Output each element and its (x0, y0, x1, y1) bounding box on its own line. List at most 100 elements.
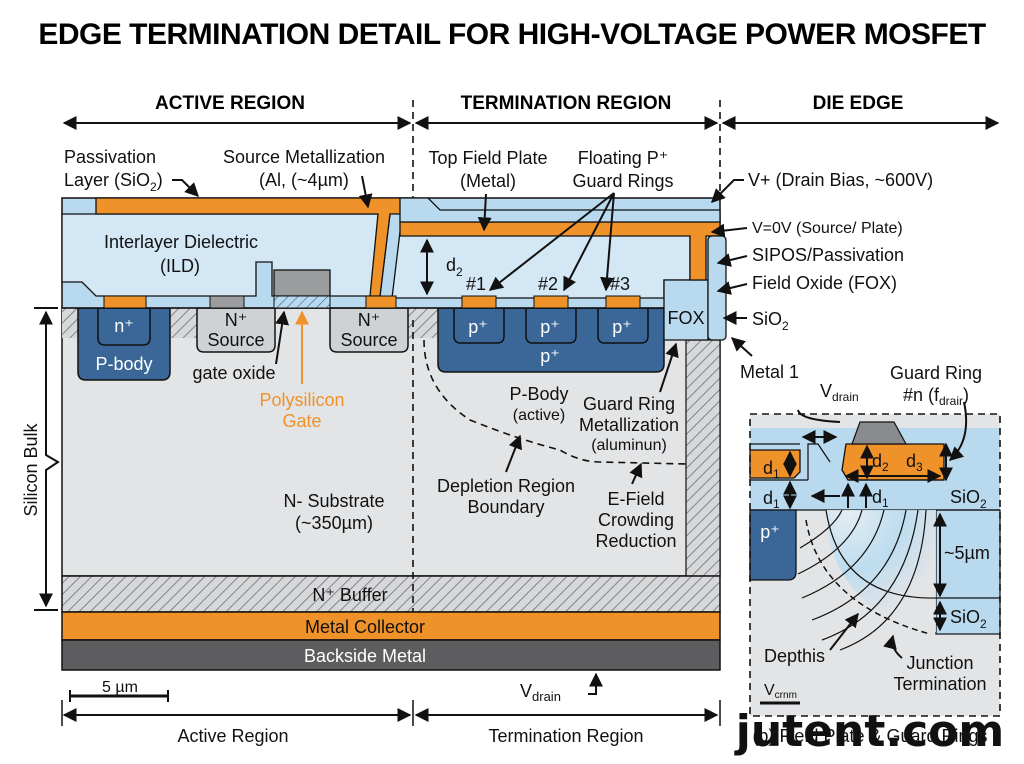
n-buffer-layer (61, 575, 721, 613)
d2-label: d2 (446, 255, 463, 279)
source-contact-metal (365, 295, 397, 309)
bottom-active-region-label: Active Region (177, 726, 288, 746)
scale-bar (69, 690, 169, 702)
metal-collector-label: Metal Collector (305, 617, 425, 637)
body-contact (103, 295, 147, 309)
efield-label-line1: E-Field (607, 489, 664, 509)
vdrain-label: Vdrain (520, 681, 561, 704)
die-edge-header: DIE EDGE (813, 93, 904, 114)
substrate-label-line2: (~350µm) (295, 513, 373, 533)
inset-field-plate-detail (749, 401, 1001, 717)
depletion-label-line1: Depletion Region (437, 476, 575, 496)
n-source-label-line2: Source (207, 330, 264, 350)
inset-sio2-label: SiO2 (950, 487, 987, 511)
sipos-passivation-label: SIPOS/Passivation (752, 245, 904, 265)
guard-ring-3-label: #3 (610, 274, 630, 294)
n-plus-region (97, 307, 151, 346)
guard-ring-2-label: #2 (538, 274, 558, 294)
inset-vcrnm-label: Vcrnm (764, 682, 797, 701)
n-plus-label: n⁺ (114, 316, 134, 336)
surface-hatch (170, 308, 198, 338)
n-source-region (196, 307, 276, 353)
guard-ring-3-contact (605, 295, 641, 309)
source-metallization-label-line1: Source Metallization (223, 147, 385, 167)
top-field-plate-label-line1: Top Field Plate (428, 148, 547, 168)
gate-oxide (273, 295, 331, 309)
p-body-active-label-line1: P-Body (509, 384, 568, 404)
guard-ring-metal-label-line3: (aluminun) (591, 437, 667, 454)
bottom-region-arrows (61, 700, 721, 726)
guard-ring-3-diffusion (597, 307, 649, 344)
n-buffer-label: N⁺ Buffer (312, 585, 387, 605)
p-body-label: P-body (95, 354, 152, 374)
n-source-label-line1: N⁺ (225, 310, 248, 330)
p-plus-label: p⁺ (468, 317, 488, 337)
scale-bar-label: 5 µm (102, 679, 138, 696)
inset-guard-ring-label-line1: Guard Ring (890, 363, 982, 383)
surface-hatch (62, 308, 80, 338)
p-plus-label: p⁺ (612, 317, 632, 337)
active-region-header: ACTIVE REGION (155, 93, 305, 114)
ild-label-line1: Interlayer Dielectric (104, 232, 258, 252)
inset-d3-label: d3 (906, 451, 923, 474)
diagram-title: EDGE TERMINATION DETAIL FOR HIGH-VOLTAGE… (38, 18, 986, 51)
guard-ring-2-diffusion (525, 307, 577, 344)
inset-guard-ring-label-line2: #n (fdrair) (903, 385, 969, 408)
guard-ring-1-contact (461, 295, 497, 309)
source-contact (209, 295, 245, 309)
source-plate-voltage-label: V=0V (Source/ Plate) (752, 220, 903, 237)
inset-d1-label: d1 (763, 488, 780, 511)
substrate-label-line1: N- Substrate (283, 491, 384, 511)
floating-guard-rings-label-line1: Floating P⁺ (578, 148, 669, 168)
efield-label-line3: Reduction (595, 531, 676, 551)
passivation-label-line1: Passivation (64, 147, 156, 167)
fox-label: FOX (667, 308, 704, 328)
interlayer-dielectric (61, 213, 391, 297)
guard-ring-2-contact (533, 295, 569, 309)
inset-vdrain-label: Vdrain (820, 381, 859, 404)
drain-bias-label: V+ (Drain Bias, ~600V) (748, 170, 933, 190)
guard-ring-1-label: #1 (466, 274, 486, 294)
top-field-plate-label-line2: (Metal) (460, 171, 516, 191)
inset-caption: (b) Field Plate & Guard Rings (752, 726, 987, 746)
silicon-bulk-dimension (34, 307, 60, 611)
silicon-bulk-label: Silicon Bulk (21, 422, 41, 516)
floating-guard-rings-label-line2: Guard Rings (572, 171, 673, 191)
backside-metal-label: Backside Metal (304, 646, 426, 666)
sio2-label: SiO2 (752, 309, 789, 333)
top-region-arrows (62, 100, 1000, 198)
inset-depth-label: ~5µm (944, 543, 990, 563)
termination-region-header: TERMINATION REGION (461, 93, 672, 114)
inset-junction-label-line2: Termination (893, 674, 986, 694)
inset-p-plus-label: p⁺ (760, 522, 780, 542)
guard-ring-metal-label-line2: Metallization (579, 415, 679, 435)
bottom-termination-region-label: Termination Region (488, 726, 643, 746)
polysilicon-gate-label-line1: Polysilicon (259, 390, 344, 410)
guard-ring-1-diffusion (453, 307, 505, 344)
n-source-label-line2: Source (340, 330, 397, 350)
top-passivation (399, 197, 721, 223)
metal1-label: Metal 1 (740, 362, 799, 382)
p-plus-label: p⁺ (540, 317, 560, 337)
p-plus-body-label: p⁺ (540, 346, 560, 366)
die-edge-hatch (685, 339, 721, 577)
inset-junction-label-line1: Junction (906, 653, 973, 673)
field-oxide-label: Field Oxide (FOX) (752, 273, 897, 293)
n-source-region (329, 307, 409, 353)
depletion-region-boundary (423, 339, 687, 465)
polysilicon-gate (273, 269, 331, 297)
source-metallization-label-line2: (Al, (~4µm) (259, 170, 349, 190)
efield-label-line2: Crowding (598, 510, 674, 530)
inset-d1-label: d1 (872, 487, 889, 510)
inset-d2-label: d2 (872, 451, 889, 474)
watermark: jutent.com (734, 706, 1005, 757)
n-source-label-line1: N⁺ (358, 310, 381, 330)
sipos-passivation (707, 235, 727, 341)
guard-ring-metal-label-line1: Guard Ring (583, 394, 675, 414)
ild-label-line2: (ILD) (160, 256, 200, 276)
gate-oxide-label: gate oxide (192, 363, 275, 383)
backside-metal-layer (61, 639, 721, 671)
inset-sio2-lower-label: SiO2 (950, 607, 987, 631)
depletion-label-line2: Boundary (467, 497, 544, 517)
